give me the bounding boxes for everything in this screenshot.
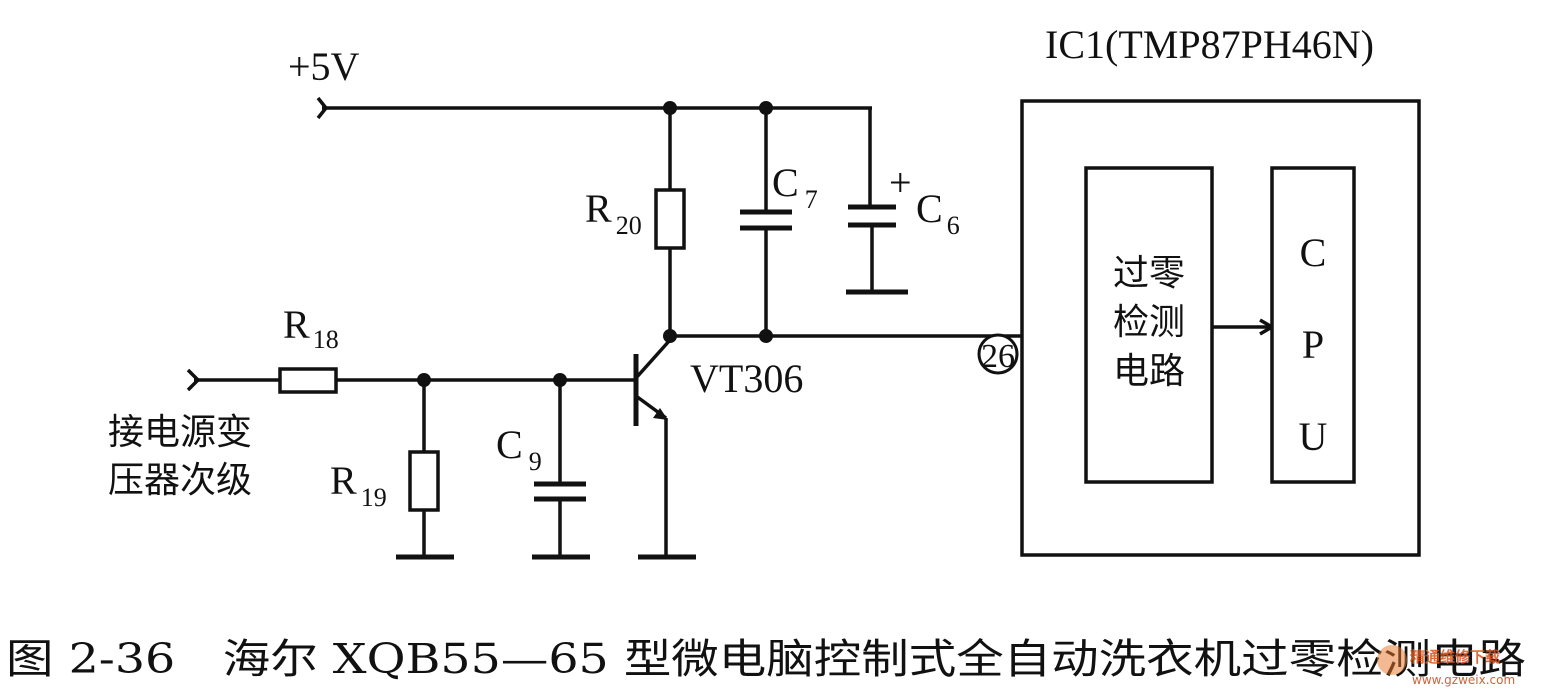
watermark-line2: www.gzweix.com — [1412, 673, 1515, 687]
zero-detect-block — [1084, 166, 1214, 484]
zero-detect-line2: 检测 — [1113, 302, 1185, 343]
watermark-logo-icon — [1377, 645, 1407, 675]
supply-rail — [316, 96, 872, 205]
cpu-block — [1270, 166, 1356, 484]
supply-label: +5V — [288, 44, 360, 89]
capacitor-c6 — [846, 204, 908, 295]
watermark-line1: 精通维修下载 — [1410, 648, 1500, 666]
resistor-r19 — [396, 380, 454, 560]
pin-26-marker: 26 — [977, 333, 1019, 375]
input-label-line2: 压器次级 — [108, 460, 252, 501]
vt306-label: VT306 — [690, 356, 803, 401]
cpu-letter-u: U — [1299, 414, 1328, 459]
capacitor-c7 — [740, 108, 792, 336]
cpu-letter-p: P — [1302, 322, 1324, 367]
zero-detect-line3: 电路 — [1113, 351, 1185, 392]
capacitor-c9 — [532, 380, 590, 560]
input-line — [186, 367, 636, 394]
input-label-line1: 接电源变 — [108, 412, 252, 453]
ic1-label: IC1(TMP87PH46N) — [1045, 22, 1374, 67]
transistor-vt306 — [633, 338, 696, 560]
figure-caption: 图 2-36 海尔 XQB55—65 型微电脑控制式全自动洗衣机过零检测电路 — [6, 635, 1526, 683]
junction-dots — [417, 101, 773, 387]
c6-polarity: + — [889, 160, 912, 205]
site-watermark: 精通维修下载 www.gzweix.com — [1377, 645, 1515, 687]
resistor-r20 — [654, 108, 686, 336]
pin-26-label: 26 — [981, 338, 1015, 375]
zero-detect-line1: 过零 — [1113, 253, 1185, 294]
cpu-letter-c: C — [1300, 230, 1327, 275]
